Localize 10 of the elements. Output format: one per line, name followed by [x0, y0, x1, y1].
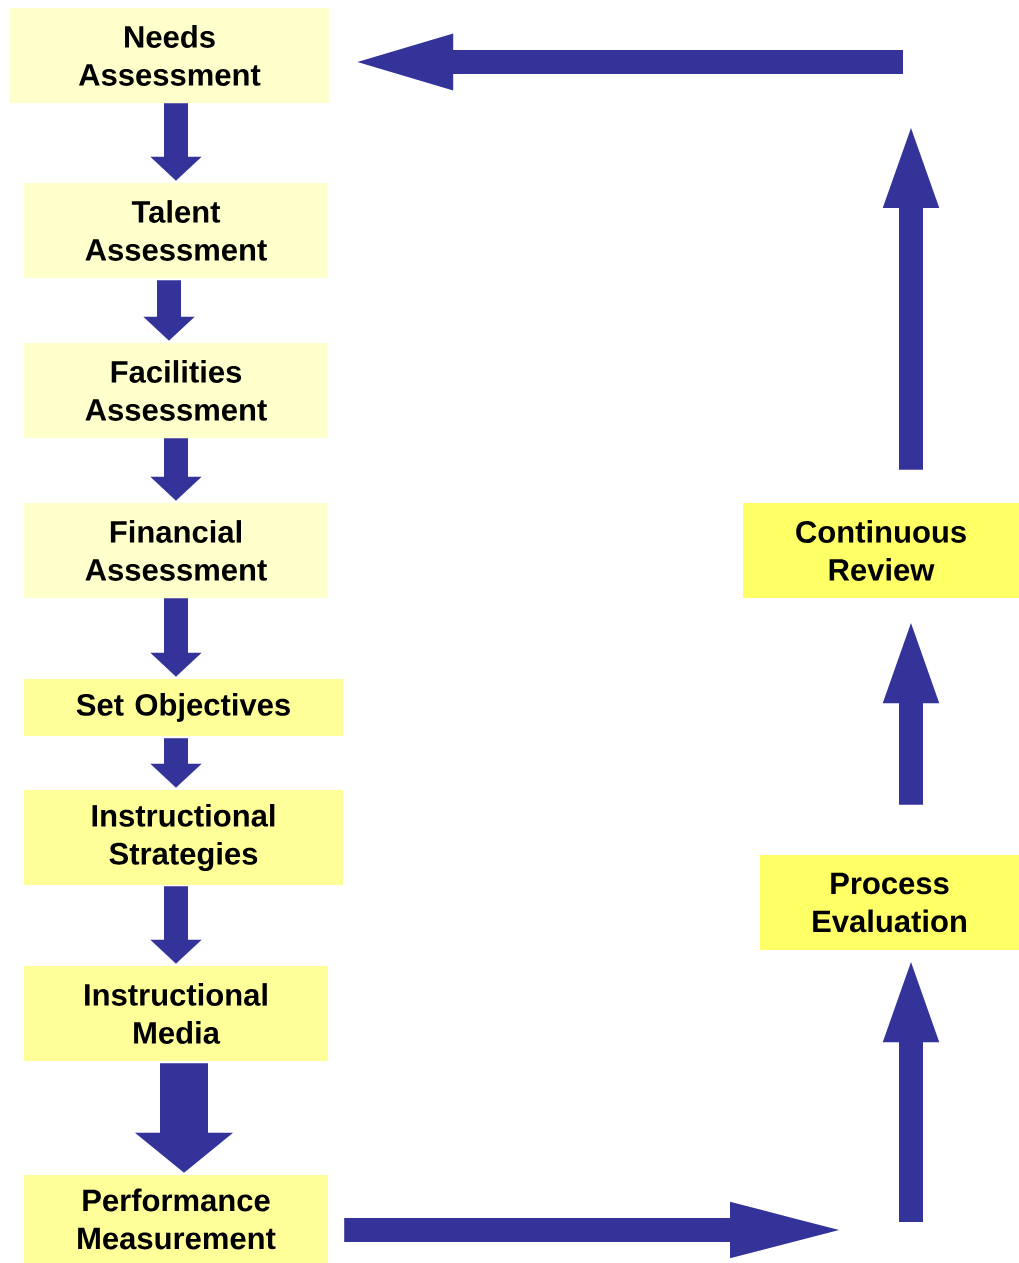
process-box: Process Evaluation — [760, 855, 1019, 950]
process-box: Needs Assessment — [10, 8, 329, 103]
process-box: Facilities Assessment — [24, 343, 328, 438]
process-box: Performance Measurement — [24, 1175, 328, 1263]
process-box: Continuous Review — [743, 503, 1019, 598]
process-box: Set Objectives — [24, 679, 343, 736]
process-box: Instructional Strategies — [24, 790, 343, 885]
process-box: Instructional Media — [24, 966, 328, 1061]
process-box: Financial Assessment — [24, 503, 328, 598]
process-box: Talent Assessment — [24, 183, 328, 278]
